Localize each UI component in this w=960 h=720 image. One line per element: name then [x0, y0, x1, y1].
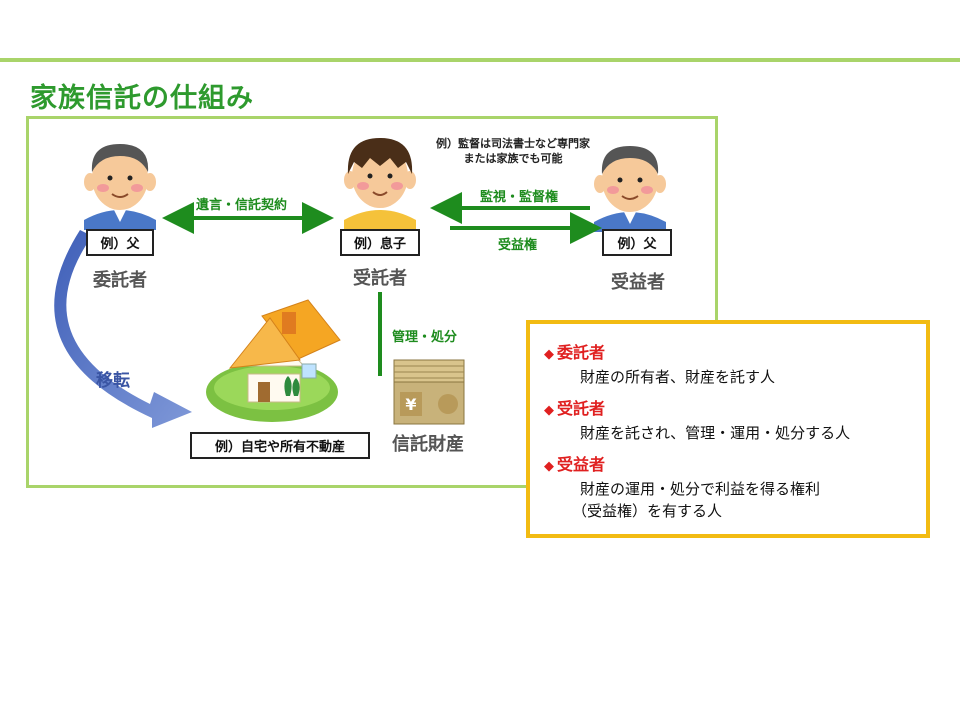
legend-marker: ◆ — [544, 459, 554, 474]
beneficiary-example-tag: 例）父 — [602, 229, 672, 256]
legend-item-trustee: ◆受託者 財産を託され、管理・運用・処分する人 — [544, 398, 924, 444]
trustee-role-label: 受託者 — [353, 268, 407, 289]
elderly-man-icon — [84, 144, 156, 230]
top-rule — [0, 58, 960, 62]
legend-head: 受託者 — [557, 399, 606, 418]
legend-head: 受益者 — [557, 455, 606, 474]
supervision-label: 監視・監督権 — [480, 190, 559, 205]
svg-text:¥: ¥ — [405, 395, 416, 414]
legend-desc-continued: （受益権）を有する人 — [572, 502, 723, 520]
elderly-man-icon — [594, 146, 666, 232]
settlor-example-tag: 例）父 — [86, 229, 154, 256]
will-contract-label: 遺言・信託契約 — [196, 198, 288, 213]
legend-item-settlor: ◆委託者 財産の所有者、財産を託す人 — [544, 342, 924, 388]
beneficiary-role-label: 受益者 — [611, 272, 665, 293]
legend-item-beneficiary: ◆受益者 財産の運用・処分で利益を得る権利 （受益権）を有する人 — [544, 454, 924, 522]
money-stack-icon: ¥ — [393, 359, 465, 425]
supervisor-note-line2: または家族でも可能 — [463, 152, 563, 165]
legend-head: 委託者 — [557, 343, 606, 362]
trustee-example-tag: 例）息子 — [340, 229, 420, 256]
legend-box: ◆委託者 財産の所有者、財産を託す人 ◆受託者 財産を託され、管理・運用・処分す… — [526, 320, 930, 538]
transfer-arrow — [54, 230, 192, 428]
supervisor-note: 例）監督は司法書士など専門家 または家族でも可能 — [418, 136, 608, 166]
legend-desc: 財産の運用・処分で利益を得る権利 — [580, 480, 821, 498]
legend-marker: ◆ — [544, 347, 554, 362]
management-label: 管理・処分 — [392, 330, 458, 345]
legend-desc: 財産を託され、管理・運用・処分する人 — [580, 424, 851, 442]
beneficial-right-label: 受益権 — [498, 238, 538, 253]
property-example-tag: 例）自宅や所有不動産 — [190, 432, 370, 459]
young-man-icon — [344, 138, 416, 230]
settlor-role-label: 委託者 — [93, 270, 147, 291]
trust-property-title: 信託財産 — [392, 434, 464, 455]
legend-desc: 財産の所有者、財産を託す人 — [580, 368, 776, 386]
legend-marker: ◆ — [544, 403, 554, 418]
transfer-label: 移転 — [96, 371, 130, 391]
supervisor-note-line1: 例）監督は司法書士など専門家 — [436, 137, 590, 150]
page-title: 家族信託の仕組み — [30, 83, 254, 114]
house-icon — [206, 299, 341, 422]
